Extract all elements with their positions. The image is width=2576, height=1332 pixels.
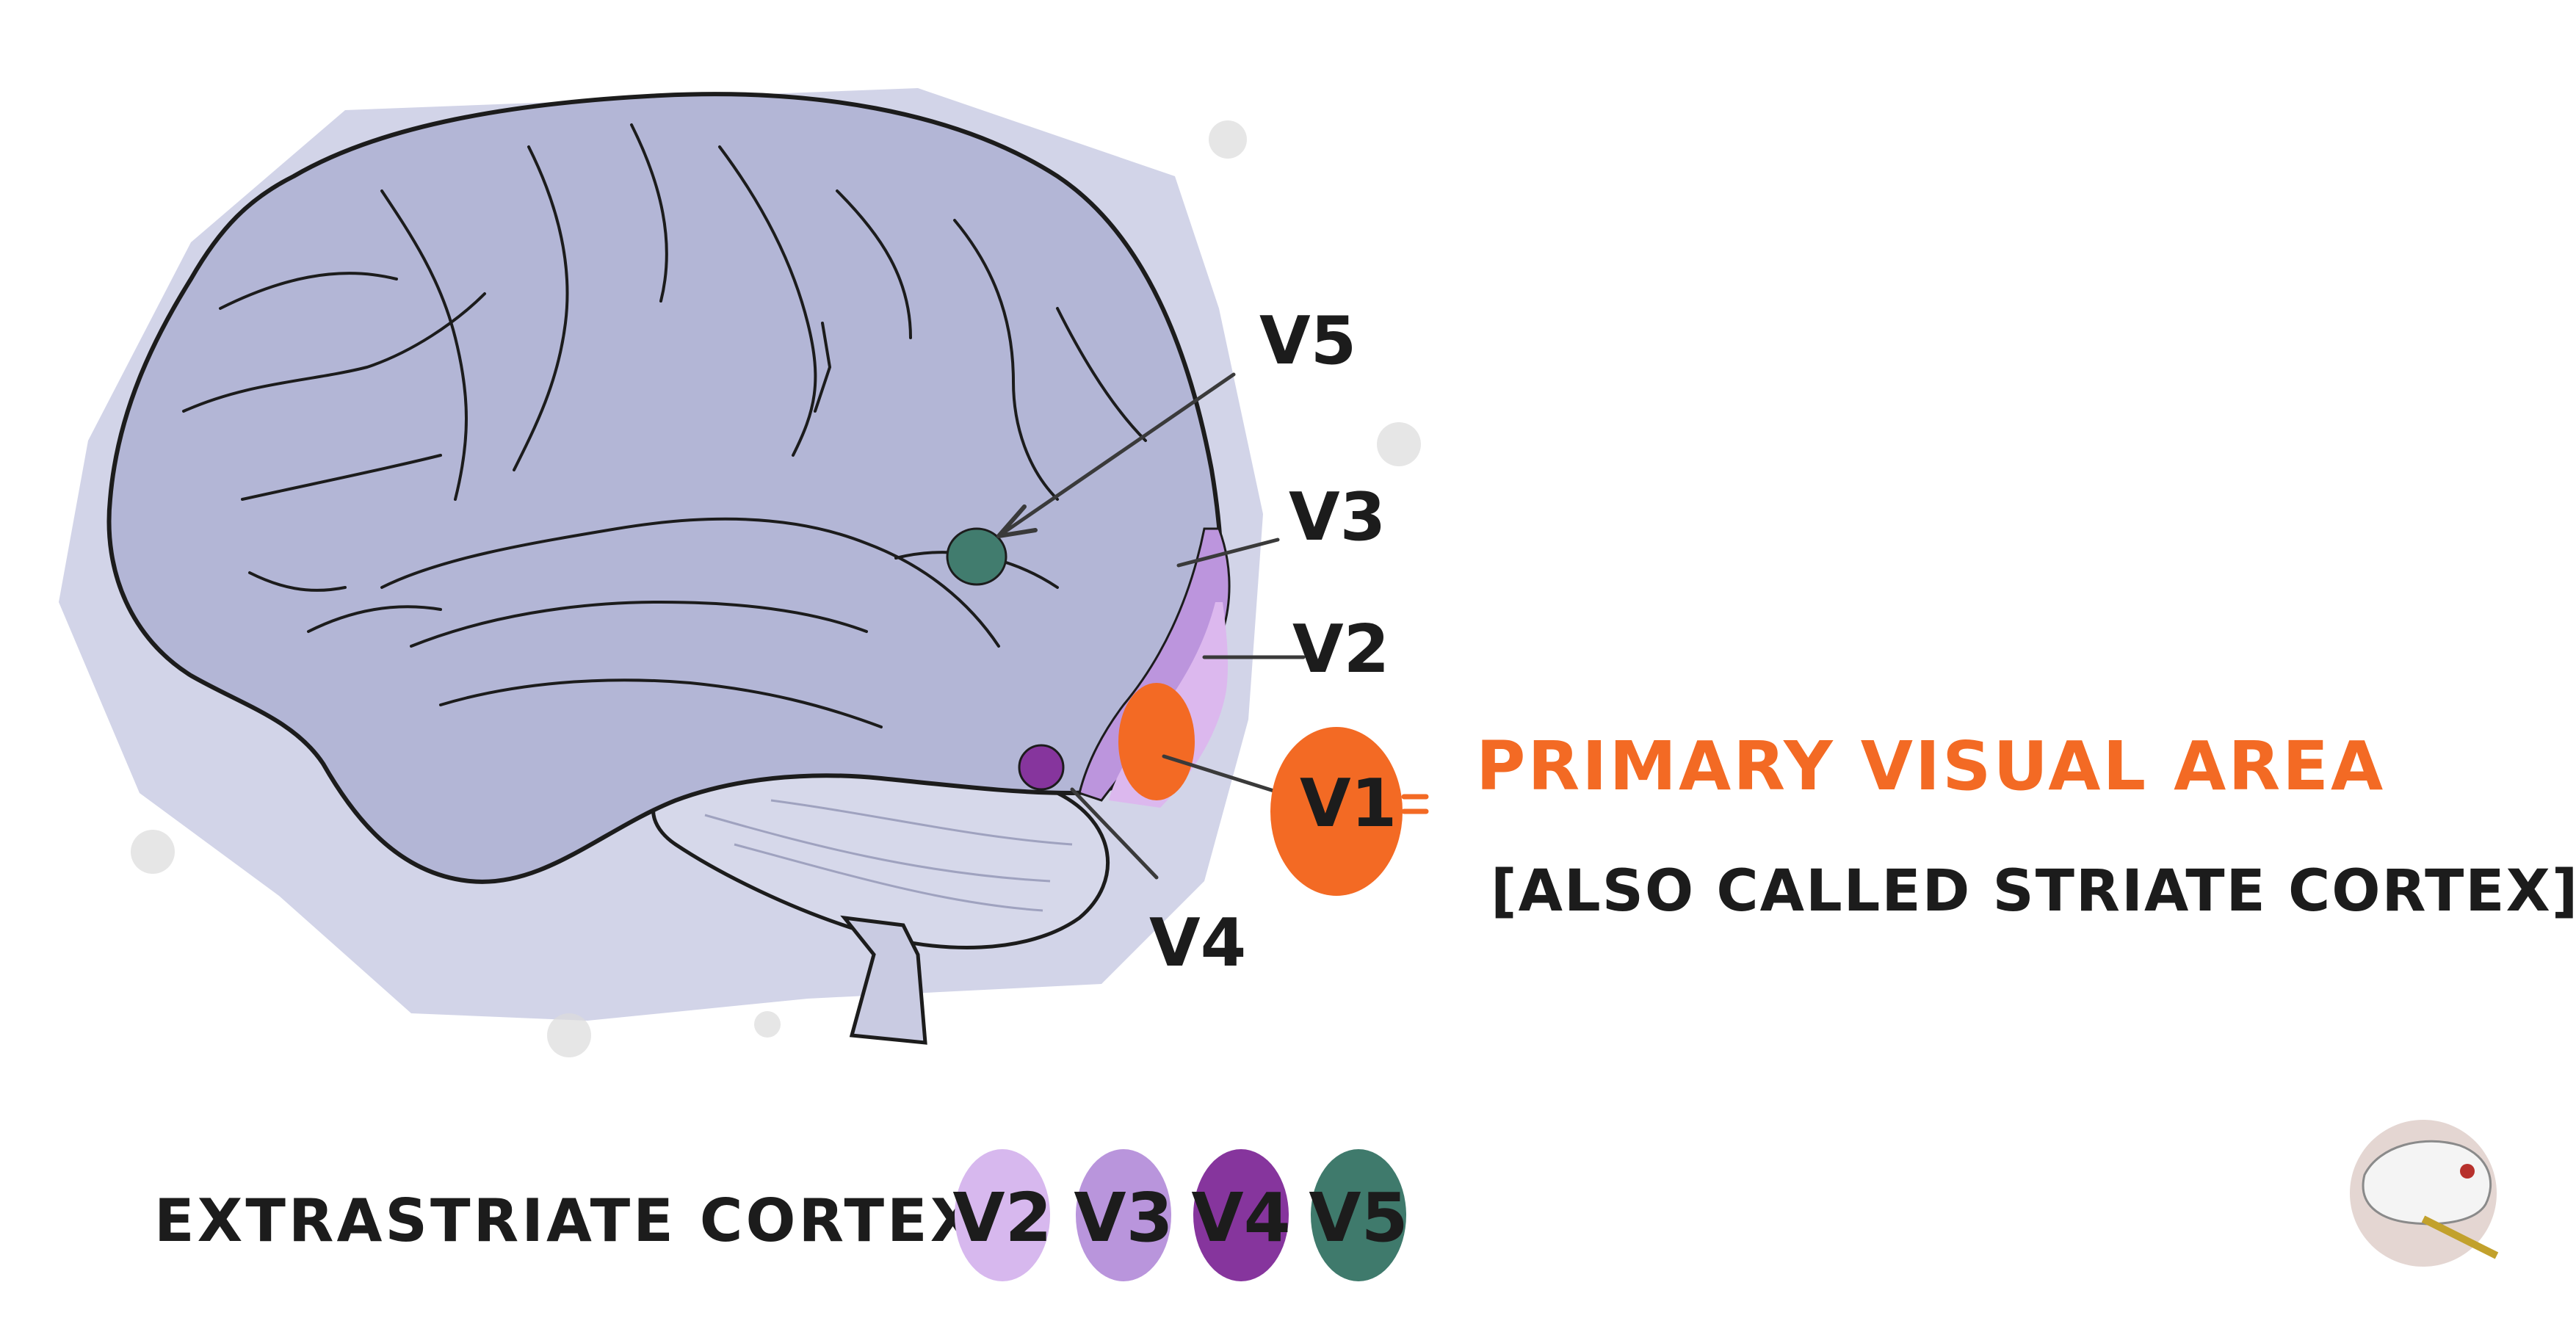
legend-chip-v5 — [1311, 1149, 1406, 1281]
paint-splatter — [1377, 422, 1421, 466]
paint-splatter — [547, 1013, 591, 1057]
label-v5: V5 — [1259, 303, 1356, 380]
v4-region — [1018, 744, 1065, 791]
v1-label-blob — [1270, 727, 1403, 896]
brain-thumbnail-icon — [2350, 1120, 2499, 1267]
brainstem — [840, 915, 927, 1045]
legend-chip-v3-label: V3 — [1074, 1179, 1173, 1257]
cerebellum-folds — [704, 799, 1073, 912]
paint-splatter — [754, 1011, 781, 1038]
v4-pointer — [1070, 787, 1159, 880]
equals-sign — [1401, 794, 1429, 814]
legend-chip-v2-label: V2 — [952, 1179, 1052, 1257]
legend-chips: V2 V3 V4 V5 — [952, 1149, 1408, 1281]
cerebrum — [106, 92, 1224, 884]
label-v4: V4 — [1149, 905, 1246, 982]
v5-arrowhead — [996, 504, 1038, 538]
striate-cortex-subtitle: [ALSO CALLED STRIATE CORTEX] — [1491, 858, 2576, 924]
extrastriate-heading: EXTRASTRIATE CORTEX : — [154, 1187, 1028, 1255]
paint-splatter — [1209, 120, 1247, 159]
label-v3: V3 — [1289, 479, 1386, 556]
v3-pointer — [1176, 537, 1280, 568]
legend-chip-v3 — [1076, 1149, 1171, 1281]
legend-chip-v5-label: V5 — [1309, 1179, 1408, 1257]
paint-splatter — [131, 830, 175, 874]
legend-chip-v2 — [955, 1149, 1050, 1281]
cortex-folds — [182, 123, 1147, 728]
v3-region — [1078, 527, 1231, 802]
label-v1: V1 — [1300, 765, 1397, 842]
v1-region — [1118, 683, 1195, 800]
legend-chip-v4 — [1193, 1149, 1289, 1281]
label-v2: V2 — [1292, 611, 1389, 688]
v5-arrow — [996, 372, 1236, 538]
v5-region — [946, 527, 1007, 586]
legend-chip-v4-label: V4 — [1191, 1179, 1290, 1257]
primary-visual-area-title: PRIMARY VISUAL AREA — [1476, 727, 2385, 806]
pointer-lines — [996, 372, 1306, 880]
v1-pointer — [1162, 754, 1295, 799]
